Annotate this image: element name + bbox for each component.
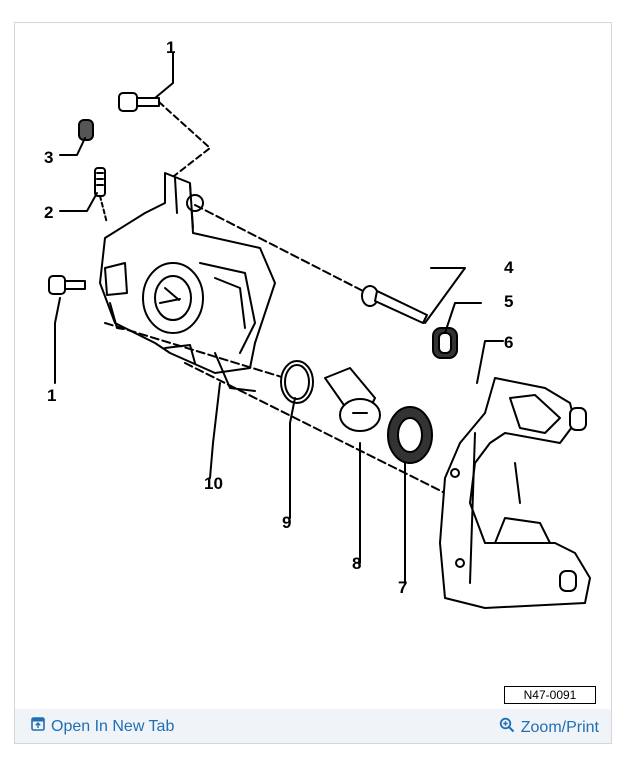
image-footer-bar: Open In New Tab Zoom/Print (15, 709, 611, 743)
callout-6: 6 (504, 333, 513, 352)
open-in-new-tab-label: Open In New Tab (51, 717, 175, 735)
open-in-new-tab-link[interactable]: Open In New Tab (31, 717, 174, 736)
bleeder-valve (94, 167, 106, 197)
dust-cap (78, 119, 94, 141)
callout-2: 2 (44, 203, 53, 222)
zoom-print-label: Zoom/Print (520, 718, 599, 736)
piston (324, 367, 381, 432)
callout-1-top: 1 (166, 38, 175, 57)
callout-8: 8 (352, 554, 361, 573)
magnifier-zoom-icon (499, 717, 515, 738)
reference-code-label: N47-0091 (504, 686, 596, 704)
callout-3: 3 (44, 148, 53, 167)
bolt-bottom (48, 275, 86, 295)
open-in-new-tab-icon (31, 717, 45, 736)
callout-7: 7 (398, 578, 407, 597)
bolt-top (118, 92, 160, 112)
zoom-print-link[interactable]: Zoom/Print (499, 717, 599, 738)
dust-boot (387, 406, 433, 464)
callout-10: 10 (204, 474, 223, 493)
callout-4: 4 (504, 258, 514, 277)
brake-caliper-exploded-diagram: 1 3 2 1 4 5 6 10 9 8 7 (44, 38, 591, 609)
guide-pin (361, 285, 428, 324)
diagram-frame: 1 3 2 1 4 5 6 10 9 8 7 N47-0091 Open In … (14, 22, 612, 744)
callout-1-bottom: 1 (47, 386, 56, 405)
callout-9: 9 (282, 513, 291, 532)
caliper-carrier (439, 377, 591, 609)
caliper-housing (99, 172, 276, 392)
callout-5: 5 (504, 292, 513, 311)
